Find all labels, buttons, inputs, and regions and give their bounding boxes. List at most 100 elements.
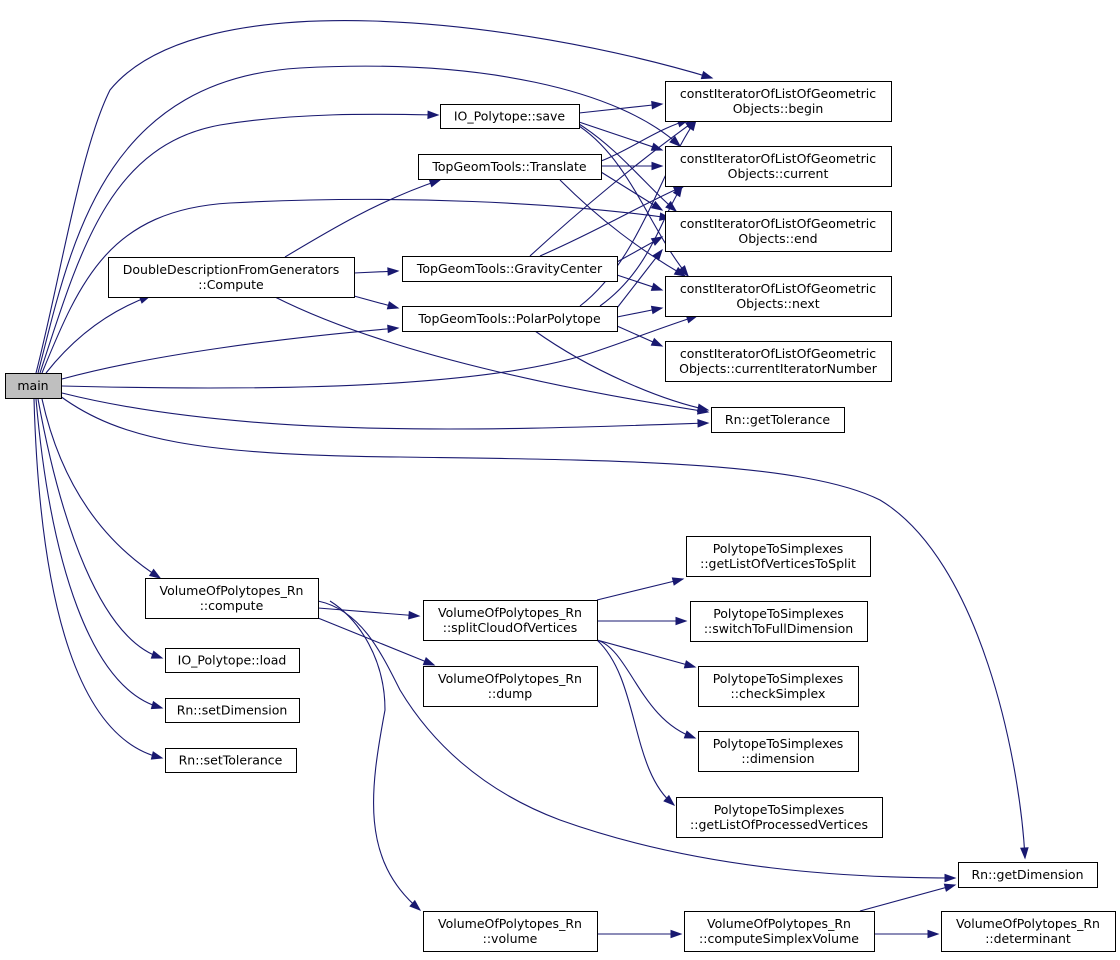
node-label: Objects::current xyxy=(728,166,829,181)
edge-iosave-to-ccurrent xyxy=(578,121,664,151)
node-label: PolytopeToSimplexes xyxy=(713,671,844,686)
node-dump[interactable]: VolumeOfPolytopes_Rn::dump xyxy=(423,666,598,707)
edge-arrowhead xyxy=(150,650,164,659)
edge-arrowhead xyxy=(652,248,663,261)
node-ccin[interactable]: constIteratorOfListOfGeometricObjects::c… xyxy=(665,341,892,382)
edge-line xyxy=(859,884,956,912)
node-label: VolumeOfPolytopes_Rn xyxy=(438,671,582,686)
node-box xyxy=(165,698,300,723)
edge-arrowhead xyxy=(650,337,664,347)
node-box xyxy=(684,911,875,952)
node-label: Objects::next xyxy=(736,296,819,311)
node-dimension[interactable]: PolytopeToSimplexes::dimension xyxy=(698,731,859,772)
node-cbegin[interactable]: constIteratorOfListOfGeometricObjects::b… xyxy=(665,81,892,122)
edge-line xyxy=(317,617,435,666)
node-label: Rn::getTolerance xyxy=(725,412,830,427)
node-box xyxy=(423,666,598,707)
node-settol[interactable]: Rn::setTolerance xyxy=(165,748,297,773)
node-label: Rn::setDimension xyxy=(177,703,288,718)
edge-arrowhead xyxy=(386,301,400,310)
node-ccurrent[interactable]: constIteratorOfListOfGeometricObjects::c… xyxy=(665,146,892,187)
edge-arrowhead xyxy=(650,282,664,291)
node-vcompute[interactable]: VolumeOfPolytopes_Rn::compute xyxy=(145,578,319,619)
edge-line xyxy=(274,296,709,413)
edge-arrowhead xyxy=(663,794,676,806)
edge-polar-to-cend xyxy=(616,248,663,309)
node-processed[interactable]: PolytopeToSimplexes::getListOfProcessedV… xyxy=(676,797,883,838)
node-label: ::Compute xyxy=(198,277,264,292)
edge-translate-to-cnext xyxy=(559,179,687,277)
edge-arrowhead xyxy=(686,118,697,132)
edge-arrowhead xyxy=(671,577,685,586)
node-ioload[interactable]: IO_Polytope::load xyxy=(165,648,300,673)
edge-main-to-ccurrent xyxy=(37,65,682,374)
edge-arrowhead xyxy=(697,419,710,428)
node-ddfg[interactable]: DoubleDescriptionFromGenerators::Compute xyxy=(108,257,355,298)
edge-line xyxy=(284,179,441,258)
edge-line xyxy=(45,295,151,374)
node-box xyxy=(665,211,892,252)
node-getdim[interactable]: Rn::getDimension xyxy=(958,862,1098,888)
edge-line xyxy=(596,639,696,739)
node-translate[interactable]: TopGeomTools::Translate xyxy=(418,154,602,180)
node-label: TopGeomTools::GravityCenter xyxy=(416,261,603,276)
node-box xyxy=(402,256,618,282)
node-box xyxy=(5,373,62,399)
node-switch[interactable]: PolytopeToSimplexes::switchToFullDimensi… xyxy=(690,601,868,642)
edge-gravity-to-cnext xyxy=(616,274,664,291)
node-label: main xyxy=(17,378,48,393)
node-iosave[interactable]: IO_Polytope::save xyxy=(440,104,580,129)
node-box xyxy=(418,154,602,180)
edge-line xyxy=(616,249,663,309)
node-simplexvol[interactable]: VolumeOfPolytopes_Rn::computeSimplexVolu… xyxy=(684,911,875,952)
edge-arrowhead xyxy=(673,266,687,277)
node-main[interactable]: main xyxy=(5,373,62,399)
node-gravity[interactable]: TopGeomTools::GravityCenter xyxy=(402,256,618,282)
edge-arrowhead xyxy=(650,200,664,211)
node-determinant[interactable]: VolumeOfPolytopes_Rn::determinant xyxy=(941,911,1116,952)
edge-ddfg-to-translate xyxy=(284,179,442,258)
edge-line xyxy=(329,600,421,911)
edge-arrowhead xyxy=(150,700,164,710)
edge-arrowhead xyxy=(669,135,682,147)
node-box xyxy=(698,666,859,707)
node-cend[interactable]: constIteratorOfListOfGeometricObjects::e… xyxy=(665,211,892,252)
call-nodes: mainconstIteratorOfListOfGeometricObject… xyxy=(5,81,1116,952)
node-box xyxy=(665,81,892,122)
node-gettol[interactable]: Rn::getTolerance xyxy=(711,407,845,433)
edge-translate-to-ccurrent xyxy=(601,161,664,171)
edge-split-to-switch xyxy=(597,616,688,626)
node-label: ::compute xyxy=(200,598,264,613)
edge-gravity-to-ccurrent xyxy=(539,185,686,257)
node-setdim[interactable]: Rn::setDimension xyxy=(165,698,300,723)
node-label: ::dump xyxy=(488,686,532,701)
node-box xyxy=(686,536,871,577)
node-label: Objects::currentIteratorNumber xyxy=(679,361,878,376)
node-getlist[interactable]: PolytopeToSimplexes::getListOfVerticesTo… xyxy=(686,536,871,577)
node-label: Objects::begin xyxy=(733,101,824,116)
edge-arrowhead xyxy=(651,100,664,110)
node-label: ::determinant xyxy=(985,931,1071,946)
node-label: ::computeSimplexVolume xyxy=(699,931,859,946)
node-polar[interactable]: TopGeomTools::PolarPolytope xyxy=(402,306,618,332)
node-box xyxy=(440,104,580,129)
node-label: ::splitCloudOfVertices xyxy=(443,620,578,635)
edge-simplexvol-to-getdim xyxy=(859,883,957,912)
node-label: VolumeOfPolytopes_Rn xyxy=(160,583,304,598)
node-label: VolumeOfPolytopes_Rn xyxy=(956,916,1100,931)
node-split[interactable]: VolumeOfPolytopes_Rn::splitCloudOfVertic… xyxy=(423,600,598,641)
node-label: VolumeOfPolytopes_Rn xyxy=(438,605,582,620)
node-label: VolumeOfPolytopes_Rn xyxy=(707,916,851,931)
node-volume[interactable]: VolumeOfPolytopes_Rn::volume xyxy=(423,911,598,952)
node-cnext[interactable]: constIteratorOfListOfGeometricObjects::n… xyxy=(665,276,892,317)
edge-arrowhead xyxy=(944,873,957,883)
node-label: TopGeomTools::PolarPolytope xyxy=(417,311,601,326)
node-label: VolumeOfPolytopes_Rn xyxy=(438,916,582,931)
edge-main-to-getdim xyxy=(59,395,1029,860)
edge-vcompute-to-split xyxy=(317,607,421,620)
edge-line xyxy=(596,639,675,806)
call-edges xyxy=(33,20,1029,939)
edge-line xyxy=(61,392,709,430)
node-check[interactable]: PolytopeToSimplexes::checkSimplex xyxy=(698,666,859,707)
node-label: constIteratorOfListOfGeometric xyxy=(680,151,876,166)
